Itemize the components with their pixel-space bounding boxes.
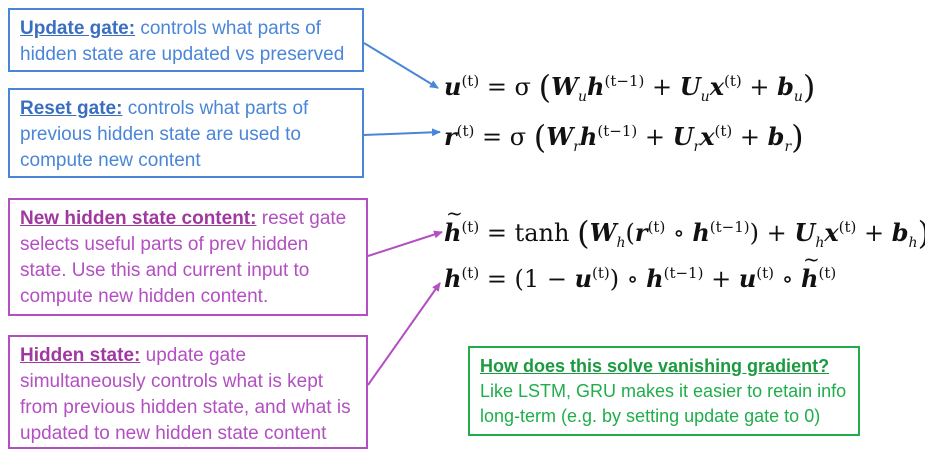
hidden-state-equation: h(t) = (1 − u(t)) ∘ h(t−1) + u(t) ∘ h(t) — [444, 247, 836, 293]
update-gate-box: Update gate: controls what parts of hidd… — [8, 8, 364, 72]
hidden-state-box: Hidden state: update gate simultaneously… — [8, 335, 368, 449]
update-gate-text: controls what parts of hidden state are … — [20, 18, 345, 65]
hidden-state-title: Hidden state: — [20, 345, 141, 366]
arrow-update-gate — [363, 42, 439, 89]
reset-gate-title: Reset gate: — [20, 98, 123, 119]
update-gate-title: Update gate: — [20, 18, 136, 39]
vanishing-gradient-title: How does this solve vanishing gradient? — [480, 356, 830, 376]
new-content-box: New hidden state content: reset gate sel… — [8, 198, 368, 316]
reset-gate-text: controls what parts of previous hidden s… — [20, 98, 309, 171]
new-content-equation: h(t) = tanh (Wh(r(t) ∘ h(t−1)) + Uhx(t) … — [444, 201, 925, 252]
arrow-reset-gate — [363, 128, 441, 137]
update-gate-equation: u(t) = σ (Wuh(t−1) + Uux(t) + bu) — [444, 68, 816, 106]
reset-gate-box: Reset gate: controls what parts of previ… — [8, 88, 364, 178]
reset-gate-equation: r(t) = σ (Wrh(t−1) + Urx(t) + br) — [444, 118, 804, 156]
vanishing-gradient-box: How does this solve vanishing gradient? … — [468, 346, 860, 436]
vanishing-gradient-text: Like LSTM, GRU makes it easier to retain… — [480, 381, 847, 426]
new-content-text: reset gate selects useful parts of prev … — [20, 208, 347, 307]
new-content-title: New hidden state content: — [20, 208, 257, 229]
arrow-hidden-state — [367, 282, 441, 386]
hidden-state-text: update gate simultaneously controls what… — [20, 345, 351, 444]
arrow-new-content — [367, 230, 443, 257]
